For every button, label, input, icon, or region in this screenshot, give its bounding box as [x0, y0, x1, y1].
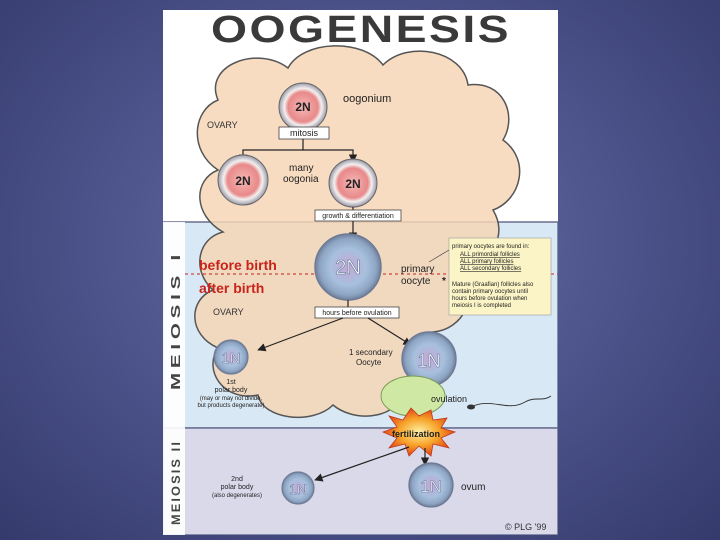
mitosis-label: mitosis	[290, 128, 319, 138]
oogonia-cell-right: 2N	[328, 158, 378, 208]
primary-oocyte-ploidy: 2N	[335, 257, 361, 279]
primary-oocyte-cell: 2N	[314, 233, 382, 301]
oogonia-ploidy-left: 2N	[235, 174, 250, 188]
first-polar-body-cell: 1N	[213, 339, 249, 375]
note-pointer	[428, 249, 450, 263]
primary-label: primary	[401, 264, 434, 275]
first-polar-body-line-3: (may or may not divide,	[200, 396, 263, 402]
note-line-7: hours before ovulation when	[452, 296, 527, 302]
oogonia-cell-left: 2N	[217, 154, 269, 206]
note-line-6: contain primary oocytes until	[452, 289, 528, 295]
secondary-oocyte-line-1: 1 secondary	[349, 348, 393, 357]
oocyte-asterisk: *	[442, 276, 446, 287]
oogenesis-diagram: OOGENESIS OVARY OVARY 2N oogonium mitosi…	[163, 10, 558, 535]
primary-oocyte-note	[448, 237, 552, 316]
oocyte-label: oocyte	[401, 276, 431, 287]
hours-label: hours before ovulation	[322, 310, 391, 317]
oogonium-ploidy: 2N	[295, 100, 310, 114]
second-polar-body-ploidy: 1N	[289, 481, 307, 497]
after-birth-label: after birth	[199, 280, 264, 296]
oogonium-cell: 2N	[278, 82, 328, 132]
diagram-title: OOGENESIS	[211, 10, 511, 51]
arrow-to-first-polar-body	[257, 317, 344, 352]
growth-label: growth & differentiation	[322, 213, 394, 220]
ovulation-label: ovulation	[431, 394, 467, 404]
arrow-to-secondary-oocyte	[367, 317, 412, 346]
secondary-oocyte-cell: 1N	[401, 331, 457, 387]
section-label-strip	[163, 222, 185, 535]
oogonium-label: oogonium	[343, 93, 391, 105]
second-polar-body-line-3: (also degenerates)	[212, 493, 262, 499]
note-line-3: ALL primary follicles	[460, 259, 513, 265]
many-label: many	[289, 163, 313, 174]
second-polar-body-line-2: polar body	[221, 484, 254, 491]
ovum-ploidy: 1N	[420, 477, 442, 496]
note-line-5: Mature (Graafian) follicles also	[452, 282, 534, 288]
mitosis-box	[278, 126, 330, 140]
first-polar-body-ploidy: 1N	[221, 350, 240, 367]
secondary-oocyte-line-2: Oocyte	[356, 358, 382, 367]
meiosis-2-label: MEIOSIS II	[169, 440, 183, 525]
ovary-label-top: OVARY	[207, 120, 238, 130]
ovary-label-bottom: OVARY	[213, 307, 244, 317]
arrow-to-oogonia-right	[303, 149, 358, 163]
first-polar-body-line-1: 1st	[226, 379, 235, 386]
arrow-to-second-polar-body	[314, 446, 410, 482]
second-polar-body-cell: 1N	[281, 471, 315, 505]
sperm-head	[467, 404, 475, 410]
first-polar-body-line-2: polar body	[215, 387, 248, 394]
growth-box	[314, 209, 402, 222]
fertilization-burst	[381, 407, 457, 457]
second-polar-body-line-1: 2nd	[231, 476, 243, 483]
ovum-cell: 1N	[408, 462, 454, 508]
ovum-label: ovum	[461, 482, 485, 493]
note-line-4: ALL secondary follicles	[460, 266, 521, 272]
secondary-oocyte-ploidy: 1N	[417, 351, 440, 371]
meiosis-2-band	[163, 427, 558, 535]
note-line-8: meiosis I is completed	[452, 303, 511, 309]
fertilization-label: fertilization	[392, 429, 440, 439]
first-polar-body-line-4: but products degenerate)	[197, 403, 264, 409]
oogenesis-slide: OOGENESIS OVARY OVARY 2N oogonium mitosi…	[163, 10, 558, 535]
oogonia-label: oogonia	[283, 174, 319, 185]
hours-box	[314, 306, 400, 319]
meiosis-1-label: MEIOSIS I	[168, 250, 183, 390]
sperm-tail	[472, 395, 552, 407]
before-birth-label: before birth	[199, 257, 277, 273]
oogonia-ploidy-right: 2N	[345, 177, 360, 191]
copyright: © PLG '99	[505, 522, 546, 532]
note-line-2: ALL primordial follicles	[460, 252, 520, 258]
note-line-1: primary oocytes are found in:	[452, 244, 530, 250]
